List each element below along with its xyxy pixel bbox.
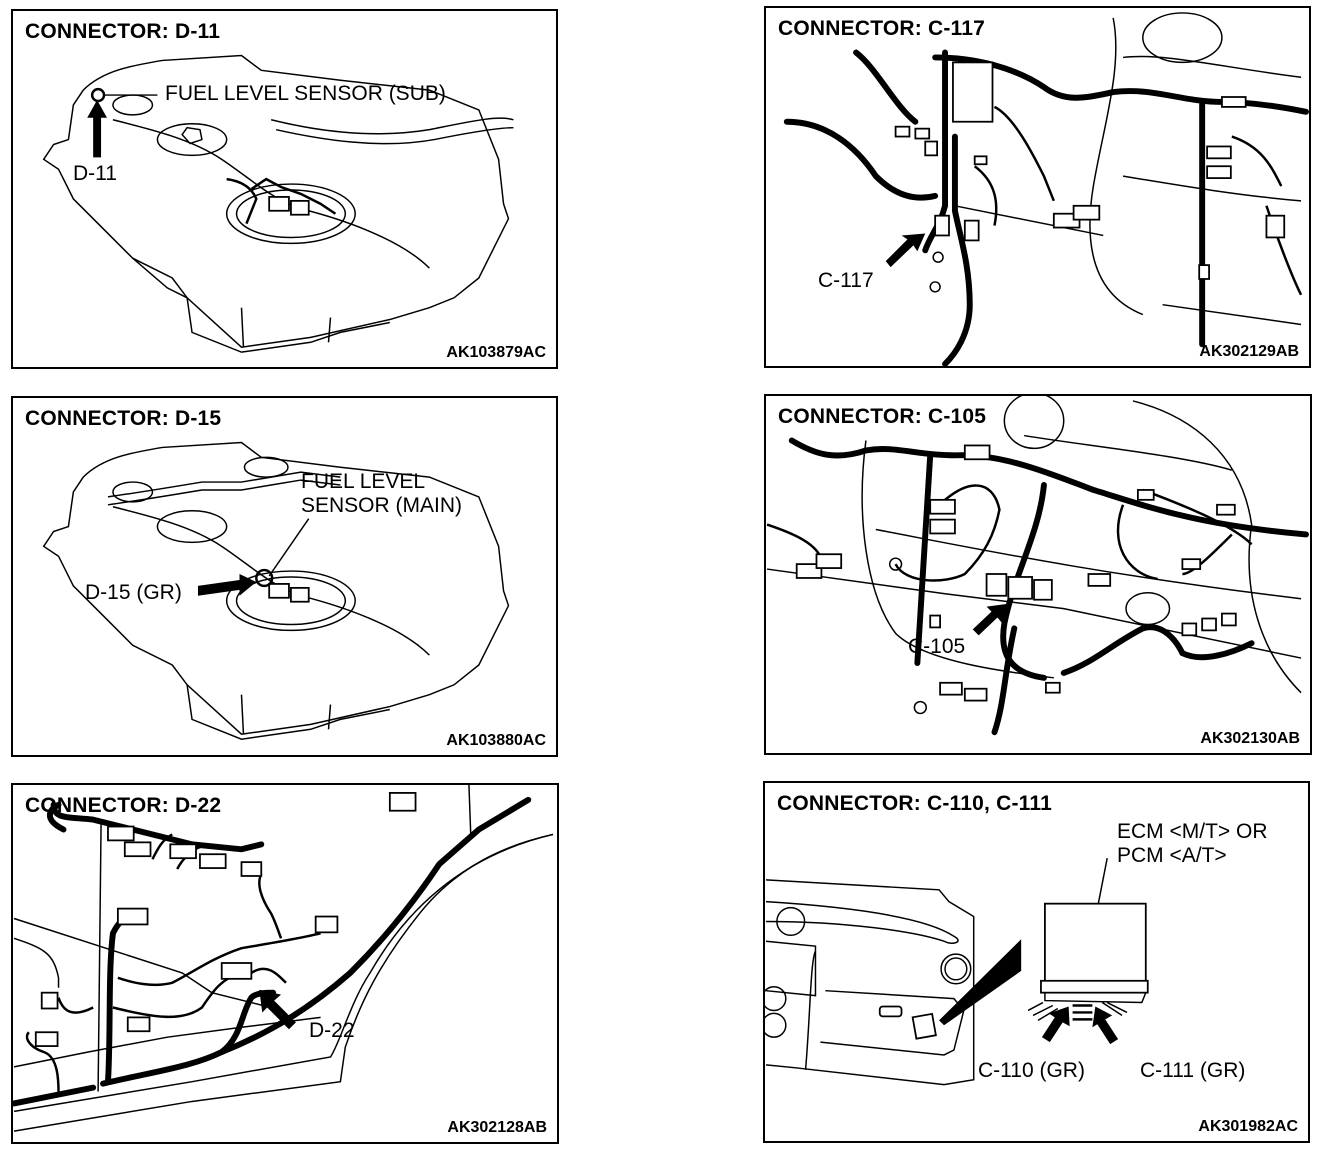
callout-ecm-mt: ECM <M/T> OR [1117,820,1268,843]
figure-id: AK302128AB [447,1119,547,1136]
callout-d22: D-22 [309,1019,355,1042]
callout-c110-gr: C-110 (GR) [978,1059,1085,1082]
figure-id: AK103879AC [446,344,546,361]
wiring-harness-illustration [766,396,1309,736]
figure-id: AK103880AC [446,732,546,749]
callout-d11: D-11 [73,162,117,185]
ecm-pcm-illustration [765,858,1149,1086]
panel-title: CONNECTOR: C-105 [778,405,987,428]
callout-d15-gr: D-15 (GR) [85,581,182,604]
fuel-tank-illustration [42,441,510,740]
figure-id: AK301982AC [1198,1118,1298,1135]
connector-panel-c117: CONNECTOR: C-117 C-117 AK [764,6,1311,368]
connector-panel-c105: CONNECTOR: C-105 [764,394,1312,755]
callout-pcm-at: PCM <A/T> [1117,844,1227,867]
callout-c117: C-117 [818,269,874,292]
callout-c111-gr: C-111 (GR) [1140,1059,1246,1082]
arrow-icon [197,574,257,596]
arrow-icon [1092,1006,1119,1045]
arrow-icon [1041,1006,1070,1043]
wiring-harness-illustration [783,12,1309,366]
arrow-icon [259,989,296,1030]
panel-title: CONNECTOR: C-117 [778,17,986,40]
arrow-icon [87,100,107,158]
callout-fuel-level-sensor-sub: FUEL LEVEL SENSOR (SUB) [165,82,446,105]
fuel-tank-illustration [42,54,514,353]
figure-id: AK302129AB [1199,343,1299,360]
connector-panel-d11: CONNECTOR: D-11 FUEL LEVEL SENSOR (SUB) … [11,9,558,369]
panel-title: CONNECTOR: D-22 [25,794,222,817]
panel-title: CONNECTOR: D-11 [25,20,221,43]
wiring-harness-illustration [13,785,554,1132]
arrow-icon [885,233,926,268]
panel-title: CONNECTOR: D-15 [25,407,222,430]
panel-title: CONNECTOR: C-110, C-111 [777,792,1052,815]
callout-fuel-level: FUEL LEVEL [301,470,426,493]
figure-id: AK302130AB [1200,730,1300,747]
connector-panel-d15: CONNECTOR: D-15 FUEL LEVEL SENSOR (MAIN)… [11,396,558,757]
arrow-icon [972,603,1010,636]
callout-sensor-main: SENSOR (MAIN) [301,494,463,517]
callout-c105: C-105 [908,635,966,658]
connector-panel-c110-c111: CONNECTOR: C-110, C-111 ECM <M/T> OR PCM… [763,781,1310,1143]
connector-panel-d22: CONNECTOR: D-22 D-22 [11,783,559,1144]
